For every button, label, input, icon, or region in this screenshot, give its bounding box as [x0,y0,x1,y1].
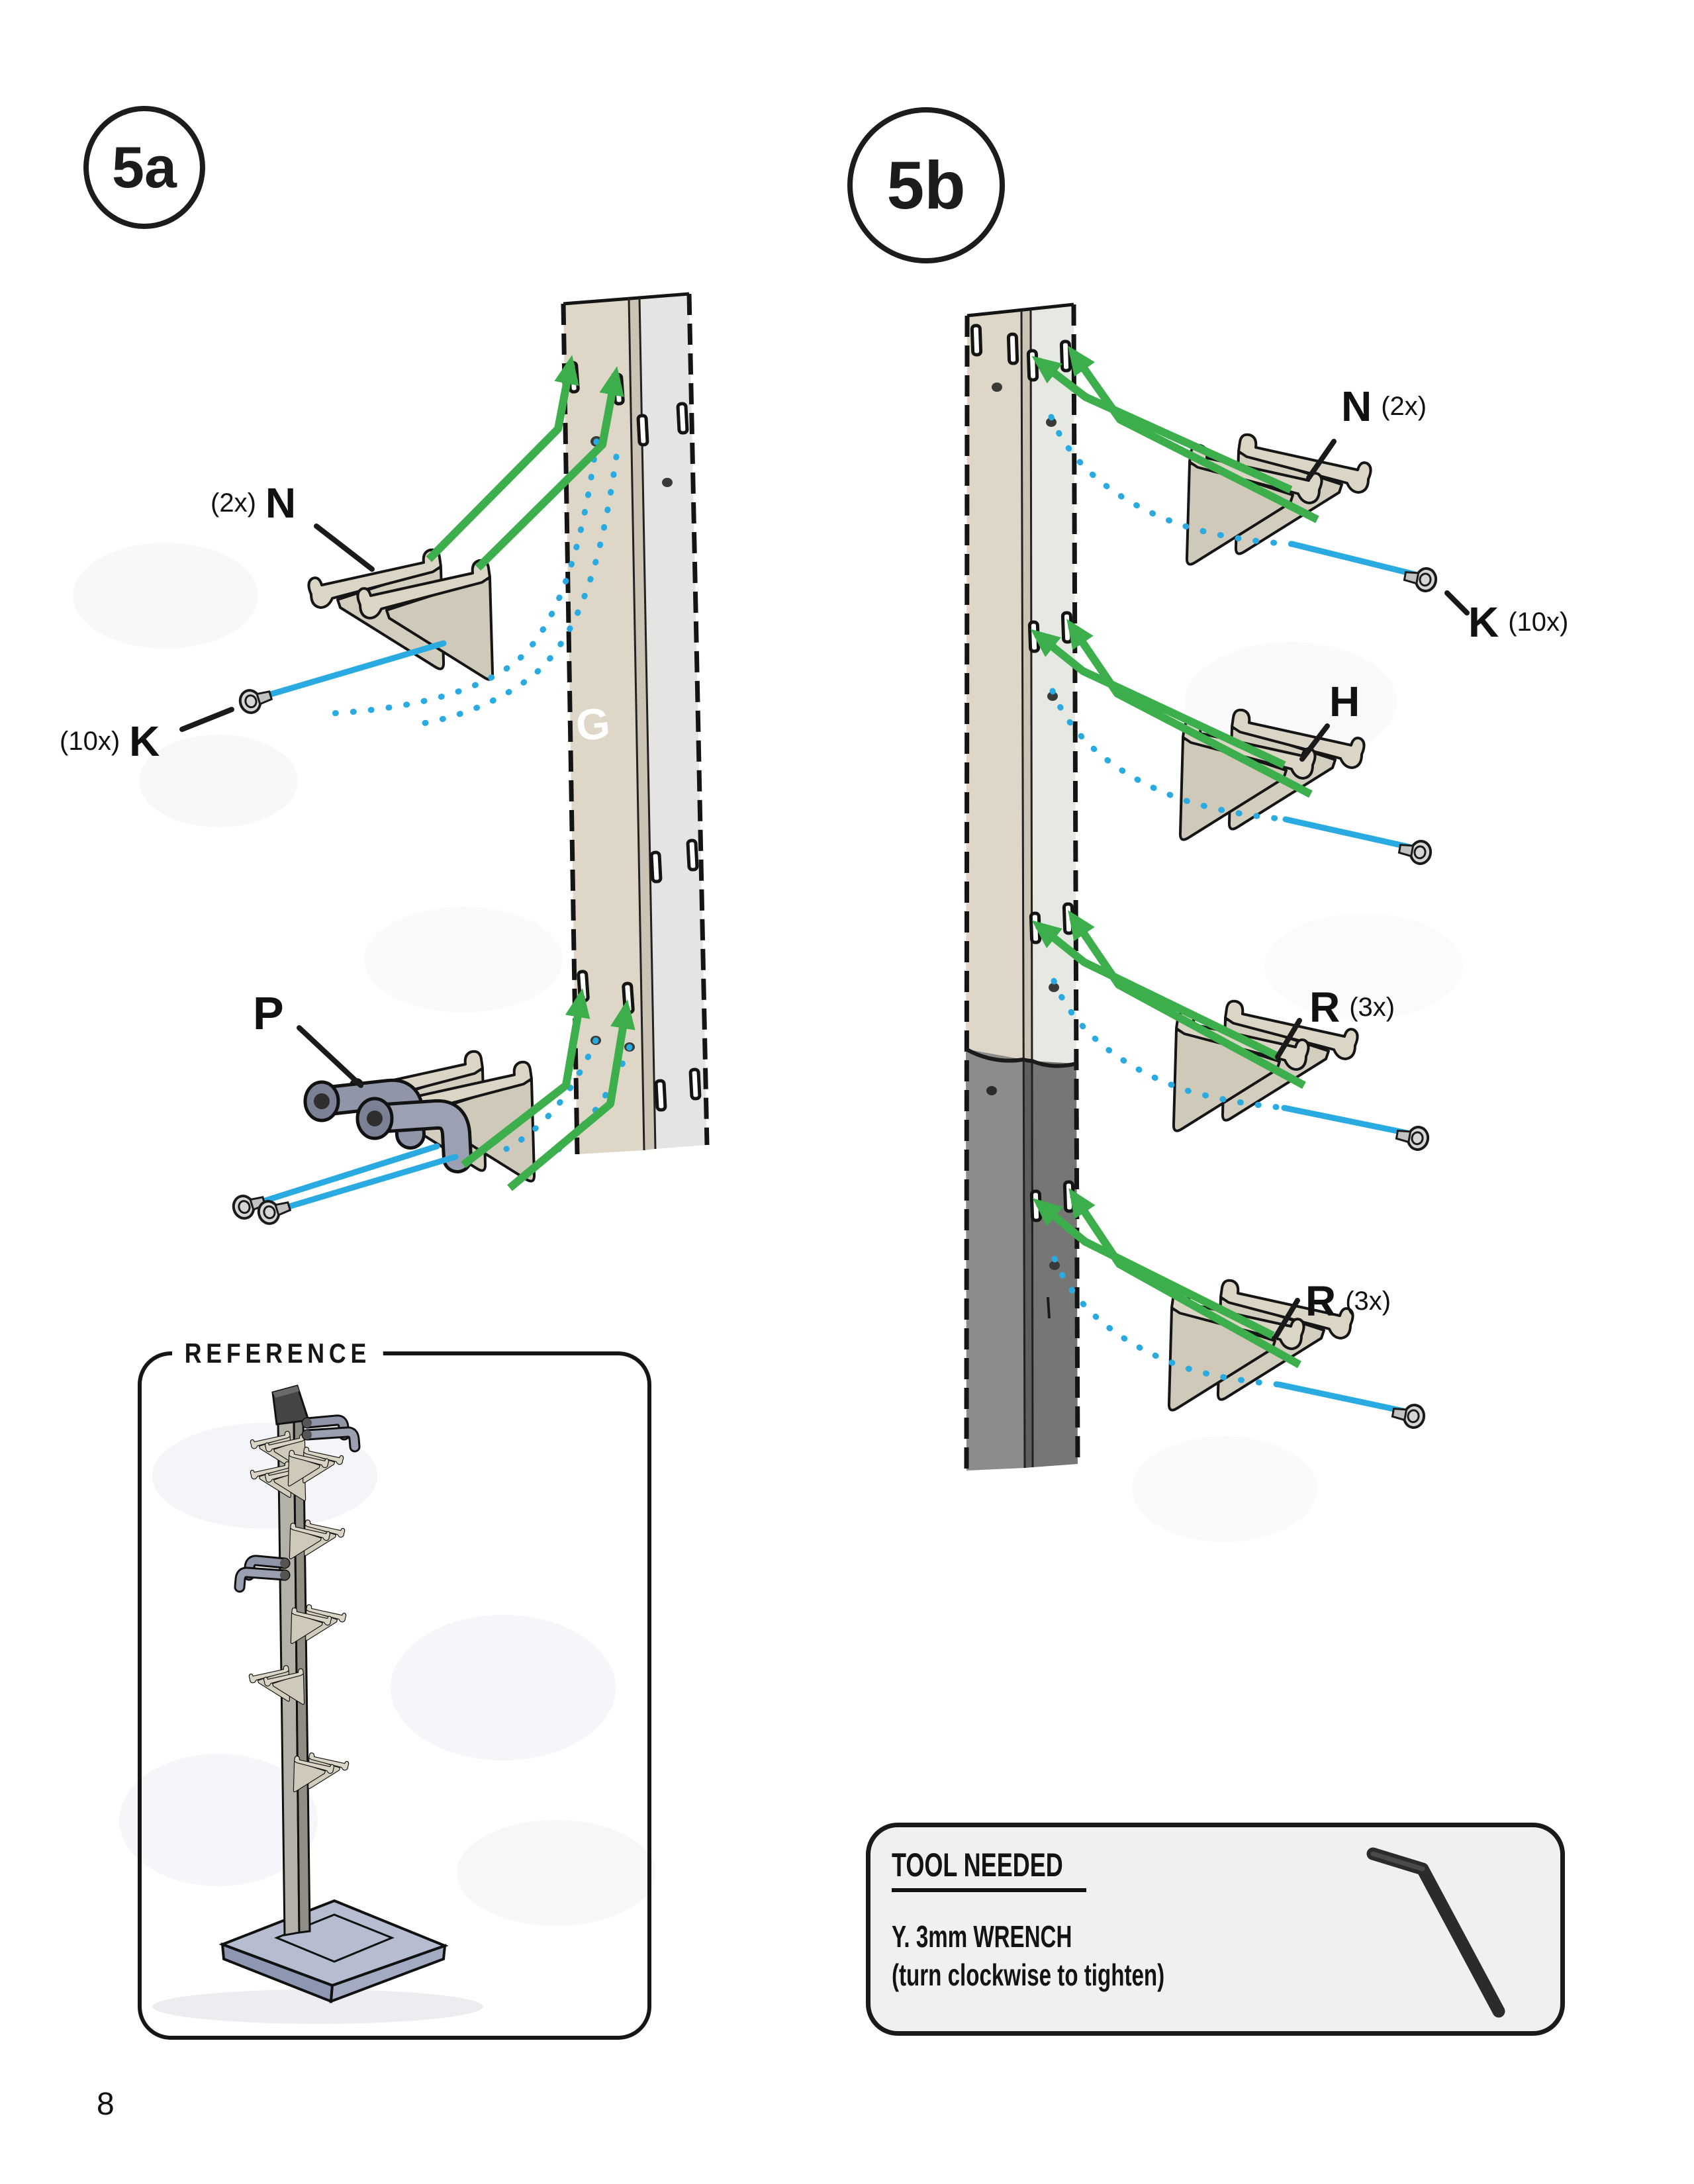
part-n-letter-5b: N [1341,383,1372,430]
dotted-guide-lines-5b [1048,414,1295,1388]
part-k-letter-5b: K [1468,598,1499,646]
insert-arrows-5a [426,355,635,1191]
part-r-lower-qty-5b: (3x) [1345,1287,1391,1316]
screw-k-5b-1 [1401,563,1439,594]
part-h-letter-5b: H [1329,678,1360,725]
part-n-hooks-5a [307,548,494,681]
part-k-qty-5b: (10x) [1508,608,1569,637]
part-r-upper-letter-5b: R [1309,983,1341,1031]
post-g-5a [561,292,710,1155]
screw-k-5a [236,683,275,717]
label-part-r-upper-5b: R (3x) [1309,986,1395,1028]
part-p-letter-5a: P [253,987,284,1039]
tool-wrench-label: Y. 3mm WRENCH [892,1919,1072,1954]
part-r-lower-letter-5b: R [1305,1277,1337,1325]
part-n-qty-5a: (2x) [211,488,256,518]
step-badge-5a: 5a [83,106,205,229]
screw-lines-5a [250,640,459,1213]
post-5b [964,302,1080,1471]
step-badge-5b: 5b [847,107,1005,263]
part-k-letter-5a: K [129,717,160,765]
label-pointers-5a [179,523,375,1088]
label-pointers-5b [1273,439,1470,1340]
page-number: 8 [97,2087,115,2122]
label-part-r-lower-5b: R (3x) [1305,1280,1391,1322]
screw-k-5b-3 [1393,1122,1431,1153]
screw-k-5b-2 [1396,836,1434,867]
screw-k-5b-4 [1389,1400,1427,1431]
label-part-g-on-post: G [573,698,612,751]
tool-needed-title: TOOL NEEDED [892,1846,1063,1884]
insert-arrows-5b [1030,345,1319,1369]
screw-lines-5b [1276,541,1419,1414]
reference-rack [152,1385,483,2024]
label-part-h-5b: H [1329,680,1360,723]
part-r-upper-qty-5b: (3x) [1349,993,1395,1022]
reference-box: REFERENCE [138,1336,651,2040]
tool-direction-note: (turn clockwise to tighten) [892,1958,1165,1992]
part-n-letter-5a: N [265,479,297,527]
part-n-qty-5b: (2x) [1381,392,1427,421]
reference-title: REFERENCE [172,1336,383,1371]
tool-title-underline [892,1888,1086,1892]
part-p-5a [303,1050,536,1183]
label-part-n-5b: N (2x) [1341,385,1427,428]
label-part-k-5a: (10x) K [60,720,160,762]
label-part-k-5b: K (10x) [1468,601,1568,643]
part-k-qty-5a: (10x) [60,727,120,756]
label-part-n-5a: (2x) N [211,482,296,524]
label-part-p-5a: P [253,990,284,1036]
allen-wrench-icon [1366,1847,1505,2018]
tool-needed-box: TOOL NEEDED Y. 3mm WRENCH (turn clockwis… [866,1823,1565,2036]
